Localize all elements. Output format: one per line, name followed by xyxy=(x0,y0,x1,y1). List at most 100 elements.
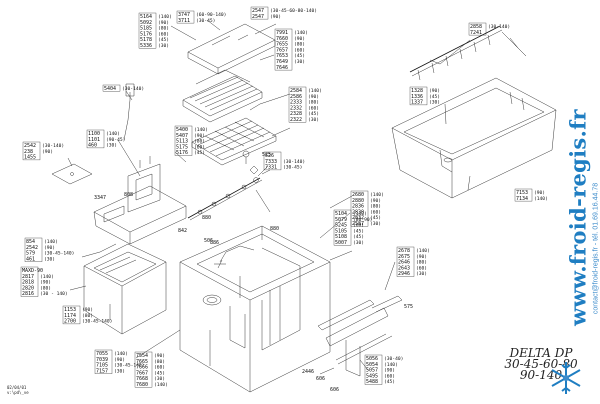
part-code: 7134 xyxy=(516,196,528,202)
model-qualifier: (90) xyxy=(114,357,125,363)
model-qualifier: (90) xyxy=(534,190,545,196)
part-code: 3747 xyxy=(178,12,190,18)
part-code: 2946 xyxy=(398,271,410,277)
model-qualifier: (60) xyxy=(294,47,305,53)
wall-plate xyxy=(51,163,93,185)
model-qualifier: (45) xyxy=(370,215,381,221)
part-code: 5176 xyxy=(176,150,188,156)
model-qualifier: (140) xyxy=(194,127,208,133)
model-qualifier: (80) xyxy=(308,100,319,106)
callout-box xyxy=(468,22,487,36)
callout-box xyxy=(62,305,81,325)
model-qualifier: (45) xyxy=(294,53,305,59)
model-qualifier: (30-140) xyxy=(488,24,510,30)
part-code: 2832 xyxy=(352,215,364,221)
callout-box xyxy=(94,349,113,374)
model-qualifier: (30) xyxy=(44,256,55,262)
callout-box xyxy=(22,141,41,161)
model-qualifier: (45) xyxy=(353,234,364,240)
part-code: 526 xyxy=(265,153,274,159)
model-qualifier: (80) xyxy=(158,26,169,32)
model-qualifier: (90) xyxy=(158,20,169,26)
part-code: 5054 xyxy=(366,362,378,368)
model-qualifier: (30) xyxy=(429,100,440,106)
part-code: 880 xyxy=(270,226,279,232)
part-code: 7655 xyxy=(276,42,288,48)
right-tank xyxy=(391,77,557,199)
part-code: 5178 xyxy=(140,37,152,43)
lid-cover xyxy=(187,23,276,75)
part-code: 2542 xyxy=(26,245,38,251)
model-qualifier: (90) xyxy=(42,149,53,155)
rail-assembly-right xyxy=(409,25,503,81)
model-qualifier: (140) xyxy=(370,192,384,198)
part-code: 2820 xyxy=(22,285,34,291)
part-code: 5407 xyxy=(176,133,188,139)
part-code: 2547 xyxy=(252,8,264,14)
model-qualifier: (45) xyxy=(384,379,395,385)
model-qualifier: (60) xyxy=(416,265,427,271)
model-title: DELTA DP xyxy=(509,346,573,360)
model-qualifier: (30-140) xyxy=(122,86,144,92)
part-code: 7657 xyxy=(276,47,288,53)
callout-labels: 5164(140)5092(90)5185(80)5176(60)5178(45… xyxy=(20,6,548,393)
part-code: 5336 xyxy=(140,43,152,49)
file-path-line: v:\pd\_ve xyxy=(7,390,29,395)
part-code: 7157 xyxy=(96,368,108,374)
model-qualifier: (60) xyxy=(154,365,165,371)
brand-watermark: www.froid-regis.fr contact@froid-regis.f… xyxy=(563,75,600,365)
part-code: 2880 xyxy=(352,198,364,204)
part-code: 2675 xyxy=(398,254,410,260)
model-qualifier: (30) xyxy=(158,43,169,49)
model-qualifier: (90) xyxy=(384,368,395,374)
part-code: 5104 xyxy=(335,211,347,217)
part-code: 1328 xyxy=(411,88,423,94)
part-code: 7991 xyxy=(276,30,288,36)
model-sizes-line2: 90-140 xyxy=(519,368,563,382)
callout-box xyxy=(138,12,157,49)
model-qualifier: (140) xyxy=(114,351,128,357)
model-qualifier: (90) xyxy=(40,280,51,286)
callout-box xyxy=(134,351,153,388)
callout-box xyxy=(176,10,195,24)
part-code: 842 xyxy=(178,228,187,234)
callout-box xyxy=(20,266,39,297)
part-code: 1336 xyxy=(411,94,423,100)
model-qualifier: (90) xyxy=(429,88,440,94)
part-code: 7660 xyxy=(276,36,288,42)
part-code: 5495 xyxy=(366,373,378,379)
model-qualifier: (60) xyxy=(353,223,364,229)
part-code: 461 xyxy=(26,256,35,262)
part-code: 1101 xyxy=(88,137,100,143)
part-code: 7665 xyxy=(136,359,148,365)
model-qualifier: (140) xyxy=(294,30,308,36)
part-code: 7039 xyxy=(96,357,108,363)
power-cable xyxy=(123,83,135,141)
callout-box xyxy=(514,188,533,202)
callout-box xyxy=(86,129,105,149)
model-qualifier: (90) xyxy=(416,254,427,260)
part-code: 808 xyxy=(124,192,133,198)
model-qualifier: (30) xyxy=(308,117,319,123)
model-qualifier: (80) xyxy=(416,260,427,266)
part-code: 5007 xyxy=(335,240,347,246)
callout-box xyxy=(288,86,307,123)
part-code: 7646 xyxy=(276,65,288,71)
part-code: 2678 xyxy=(398,248,410,254)
model-qualifier: (80) xyxy=(40,285,51,291)
callout-box xyxy=(396,246,415,277)
part-code: 2643 xyxy=(398,265,410,271)
part-code: 2332 xyxy=(290,105,302,111)
part-code: 506 xyxy=(204,238,213,244)
model-qualifier: (45) xyxy=(353,228,364,234)
model-qualifier: (30-45-140) xyxy=(44,251,74,257)
model-qualifier: (90) xyxy=(154,353,165,359)
part-code: 5105 xyxy=(335,228,347,234)
brand-website: www.froid-regis.fr xyxy=(565,109,591,326)
part-code: 5245 xyxy=(335,223,347,229)
control-box xyxy=(93,156,187,245)
model-sizes-line: 30-45-60-80 xyxy=(504,357,578,371)
model-qualifier: (45) xyxy=(429,94,440,100)
part-code: 5175 xyxy=(176,144,188,150)
part-code: 7666 xyxy=(136,365,148,371)
